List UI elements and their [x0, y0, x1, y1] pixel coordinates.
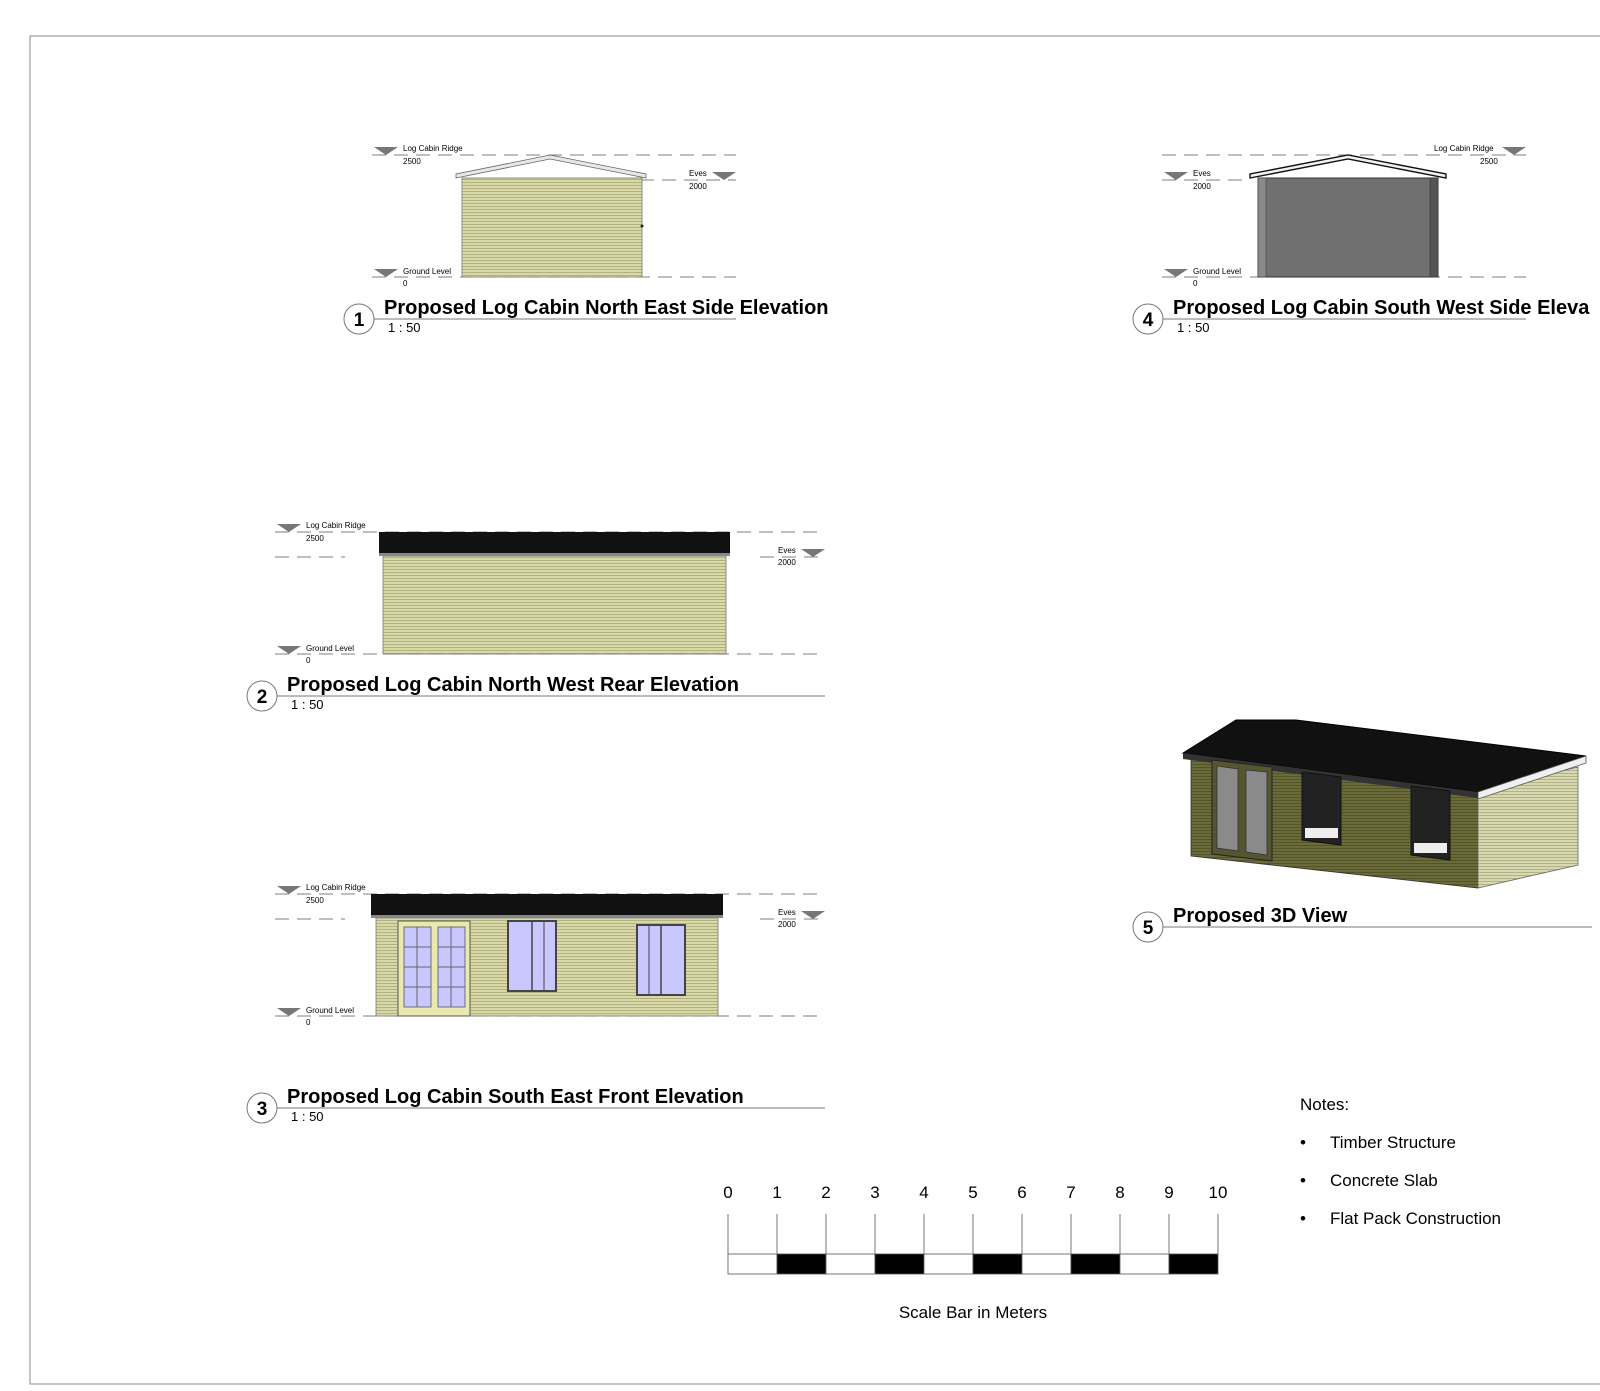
scale-bar: Scale Bar in Meters 0 1 2 3 4 5 6 7 8 9 10 [723, 1183, 1227, 1322]
note-item: Concrete Slab [1330, 1171, 1438, 1190]
view-number: 3 [257, 1099, 268, 1120]
eves-level-value: 2000 [778, 558, 796, 567]
view-title: Proposed Log Cabin South East Front Elev… [287, 1086, 744, 1108]
eves-marker-icon [712, 172, 736, 180]
ridge-marker-icon [374, 147, 398, 155]
window [1410, 785, 1451, 861]
scale-bar-tick-label: 0 [723, 1183, 732, 1202]
scale-bar-tick-label: 7 [1066, 1183, 1075, 1202]
elevation-4: Eves 2000 Log Cabin Ridge 2500 Ground Le… [1132, 144, 1590, 335]
scale-bar-tick-label: 4 [919, 1183, 928, 1202]
view-scale: 1 : 50 [388, 320, 421, 335]
ridge-level-value: 2500 [306, 534, 324, 543]
ground-marker-icon [277, 1008, 301, 1016]
scale-bar-segment [1168, 1253, 1219, 1275]
scale-bar-segment [1070, 1253, 1121, 1275]
ground-level-label: Ground Level [306, 1006, 354, 1015]
view-number: 1 [354, 310, 365, 331]
window [1301, 771, 1342, 846]
scale-bar-segment [776, 1253, 827, 1275]
scale-bar-segment [972, 1253, 1023, 1275]
view-title: Proposed 3D View [1173, 905, 1348, 927]
ground-level-label: Ground Level [1193, 267, 1241, 276]
note-bullet: • [1300, 1133, 1306, 1152]
scale-bar-tick-label: 8 [1115, 1183, 1124, 1202]
view-3d: 5 Proposed 3D View [1132, 719, 1592, 943]
ground-marker-icon [374, 269, 398, 277]
scale-bar-tick-label: 6 [1017, 1183, 1026, 1202]
view-number: 2 [257, 687, 268, 708]
scale-bar-tick-label: 3 [870, 1183, 879, 1202]
ground-level-value: 0 [403, 279, 408, 288]
scale-bar-tick-label: 2 [821, 1183, 830, 1202]
ground-level-label: Ground Level [403, 267, 451, 276]
scale-bar-tick-label: 9 [1164, 1183, 1173, 1202]
view-title: Proposed Log Cabin South West Side Eleva [1173, 297, 1590, 319]
elevation-2: Log Cabin Ridge 2500 Eves 2000 Ground Le… [246, 521, 825, 712]
eves-level-value: 2000 [778, 920, 796, 929]
view-scale: 1 : 50 [1177, 320, 1210, 335]
scale-bar-segment [874, 1253, 925, 1275]
notes-heading: Notes: [1300, 1095, 1349, 1114]
eves-level-label: Eves [689, 169, 707, 178]
ground-level-value: 0 [306, 656, 311, 665]
view-title: Proposed Log Cabin North West Rear Eleva… [287, 674, 739, 696]
ridge-marker-icon [277, 886, 301, 894]
ground-level-value: 0 [306, 1018, 311, 1027]
scale-bar-segment [1021, 1253, 1072, 1275]
scale-bar-caption: Scale Bar in Meters [899, 1303, 1047, 1322]
ridge-marker-icon [277, 524, 301, 532]
note-bullet: • [1300, 1209, 1306, 1228]
view-number: 4 [1143, 310, 1154, 331]
view-scale: 1 : 50 [291, 697, 324, 712]
note-item: Timber Structure [1330, 1133, 1456, 1152]
view-title: Proposed Log Cabin North East Side Eleva… [384, 297, 829, 319]
ground-marker-icon [1164, 269, 1188, 277]
ridge-level-label: Log Cabin Ridge [306, 883, 366, 892]
ridge-level-label: Log Cabin Ridge [306, 521, 366, 530]
ground-level-label: Ground Level [306, 644, 354, 653]
scale-bar-tick-label: 5 [968, 1183, 977, 1202]
ground-level-value: 0 [1193, 279, 1198, 288]
eves-level-label: Eves [778, 546, 796, 555]
ridge-level-label: Log Cabin Ridge [403, 144, 463, 153]
note-bullet: • [1300, 1171, 1306, 1190]
scale-bar-segment [825, 1253, 876, 1275]
eves-marker-icon [801, 911, 825, 919]
eves-level-label: Eves [1193, 169, 1211, 178]
scale-bar-segment [923, 1253, 974, 1275]
ridge-marker-icon [1502, 147, 1526, 155]
eves-marker-icon [801, 549, 825, 557]
elevation-1: Log Cabin Ridge 2500 Eves 2000 Ground Le… [343, 144, 829, 335]
notes-block: Notes: • Timber Structure • Concrete Sla… [1300, 1095, 1501, 1228]
scale-bar-segment [1119, 1253, 1170, 1275]
ridge-level-value: 2500 [1480, 157, 1498, 166]
scale-bar-segment [727, 1253, 778, 1275]
scale-bar-tick-label: 1 [772, 1183, 781, 1202]
eves-level-label: Eves [778, 908, 796, 917]
ridge-level-value: 2500 [403, 157, 421, 166]
view-number: 5 [1143, 918, 1154, 939]
view-scale: 1 : 50 [291, 1109, 324, 1124]
note-item: Flat Pack Construction [1330, 1209, 1501, 1228]
sheet-border [29, 35, 1600, 1385]
eves-level-value: 2000 [1193, 182, 1211, 191]
eves-level-value: 2000 [689, 182, 707, 191]
ridge-level-label: Log Cabin Ridge [1434, 144, 1494, 153]
elevation-3: Log Cabin Ridge 2500 Eves 2000 Ground Le… [246, 883, 825, 1124]
ridge-level-value: 2500 [306, 896, 324, 905]
eves-marker-icon [1164, 172, 1188, 180]
ground-marker-icon [277, 646, 301, 654]
scale-bar-tick-label: 10 [1209, 1183, 1228, 1202]
